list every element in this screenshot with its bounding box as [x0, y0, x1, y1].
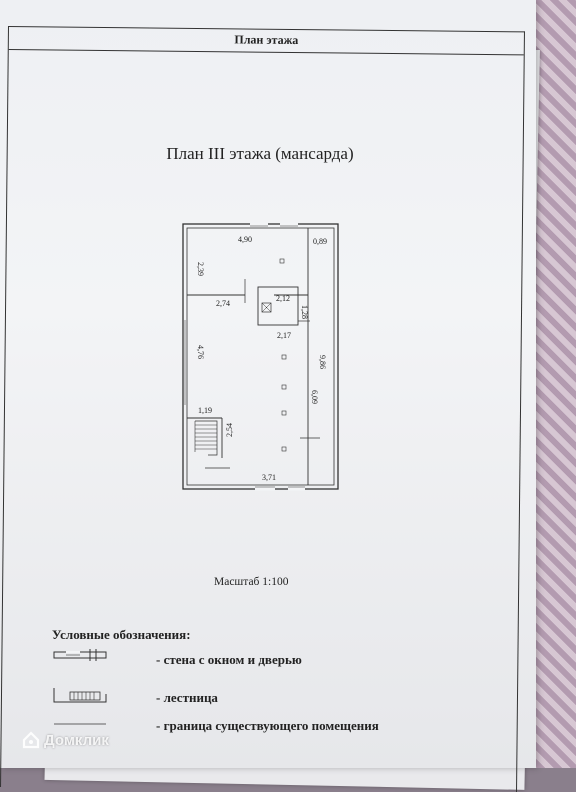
house-logo-icon [22, 731, 40, 749]
scale-label: Масштаб 1:100 [214, 576, 289, 588]
dim-right-strip: 0,89 [313, 237, 327, 246]
dim-top-width: 4,90 [238, 235, 252, 244]
stair-icon [53, 688, 107, 703]
dim-right-total: 9,86 [318, 355, 327, 369]
watermark: Домклик [22, 731, 109, 749]
dim-left-mid-height: 4,76 [196, 345, 205, 359]
dim-mid-width: 2,74 [216, 299, 230, 308]
legend-label-boundary: - граница существующего помещения [156, 718, 379, 733]
boundary-line-icon [54, 723, 106, 725]
dim-right-inner: 6,09 [310, 390, 319, 404]
document-page: План этажа План III этажа (мансарда) [0, 0, 536, 792]
watermark-text: Домклик [44, 731, 109, 749]
dim-bottom-width: 3,71 [262, 473, 276, 482]
floor-plan-drawing: 4,90 0,89 2,39 2,74 2,12 1,28 2,17 4,76 … [182, 222, 339, 491]
dim-left-top-height: 2,39 [196, 262, 205, 276]
wall-window-door-icon [53, 649, 107, 661]
dim-small-room-width: 2,12 [276, 294, 290, 303]
legend-title: Условные обозначения: [52, 627, 191, 642]
header-title: План этажа [234, 32, 299, 48]
plan-title: План III этажа (мансарда) [166, 144, 354, 163]
header-divider [8, 49, 524, 56]
dim-stair-width: 1,19 [198, 406, 212, 415]
dim-corridor-width: 2,17 [277, 331, 291, 340]
legend-label-wall: - стена с окном и дверью [156, 652, 302, 667]
dim-small-room-height: 1,28 [300, 305, 309, 319]
dim-stair-height: 2,54 [225, 423, 234, 437]
legend-label-stair: - лестница [156, 690, 218, 705]
